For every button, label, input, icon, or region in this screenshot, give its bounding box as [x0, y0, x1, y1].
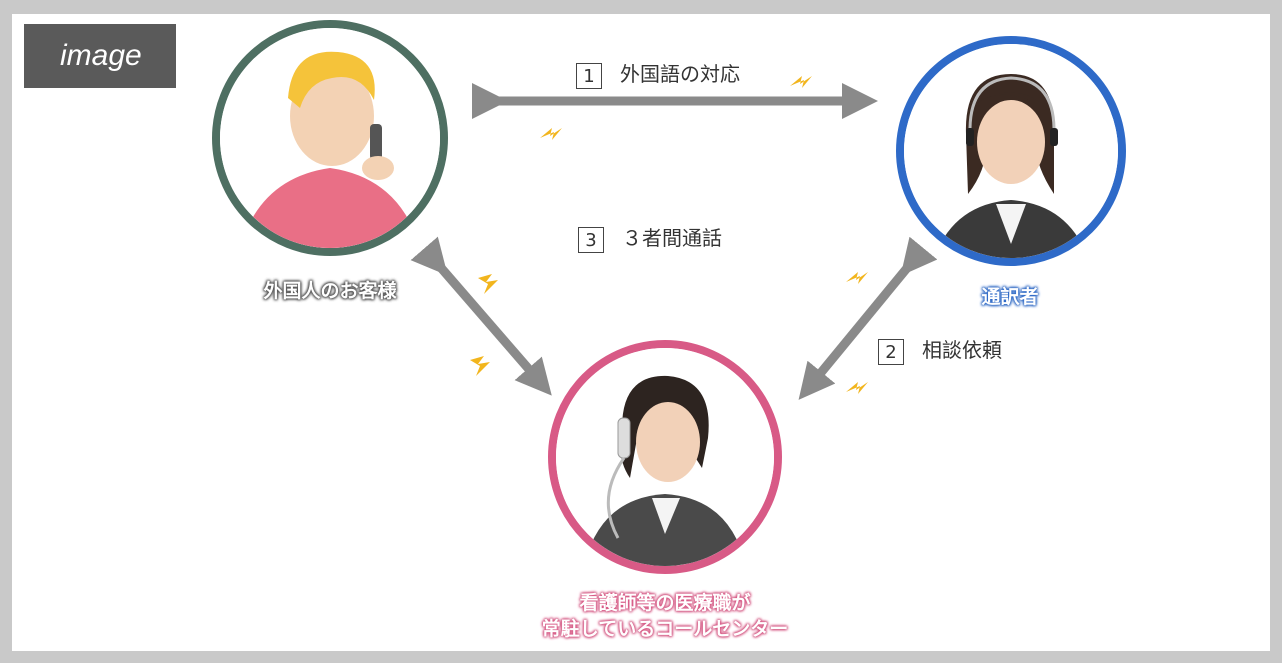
lightning-icon: [478, 274, 498, 294]
interpreter-label: 通訳者: [981, 286, 1039, 308]
step-1: 1 外国語の対応: [576, 58, 740, 89]
step-number: 1: [576, 62, 602, 89]
interpreter-avatar: [896, 36, 1126, 266]
lightning-icon: [846, 382, 868, 394]
image-tag: image: [24, 24, 176, 88]
step-3: 3 ３者間通話: [578, 222, 722, 253]
arrow-interpreter-center: [798, 236, 938, 400]
lightning-icon: [846, 272, 868, 284]
call-center-label-line1: 看護師等の医療職が: [579, 592, 751, 614]
lightning-icon: [790, 76, 812, 88]
step-label: 相談依頼: [922, 338, 1002, 362]
arrow-customer-center: [410, 236, 552, 396]
customer-label: 外国人のお客様: [263, 280, 397, 302]
step-number: 2: [878, 338, 904, 365]
call-center-avatar: [548, 340, 782, 574]
customer-avatar: [212, 20, 448, 256]
step-label: ３者間通話: [622, 226, 722, 250]
step-2: 2 相談依頼: [878, 334, 1002, 365]
lightning-icon: [540, 128, 562, 140]
step-number: 3: [578, 226, 604, 253]
call-center-label-line2: 常駐しているコールセンター: [541, 618, 789, 640]
step-label: 外国語の対応: [620, 62, 740, 86]
spark-icons: [470, 76, 868, 394]
lightning-icon: [470, 356, 490, 376]
